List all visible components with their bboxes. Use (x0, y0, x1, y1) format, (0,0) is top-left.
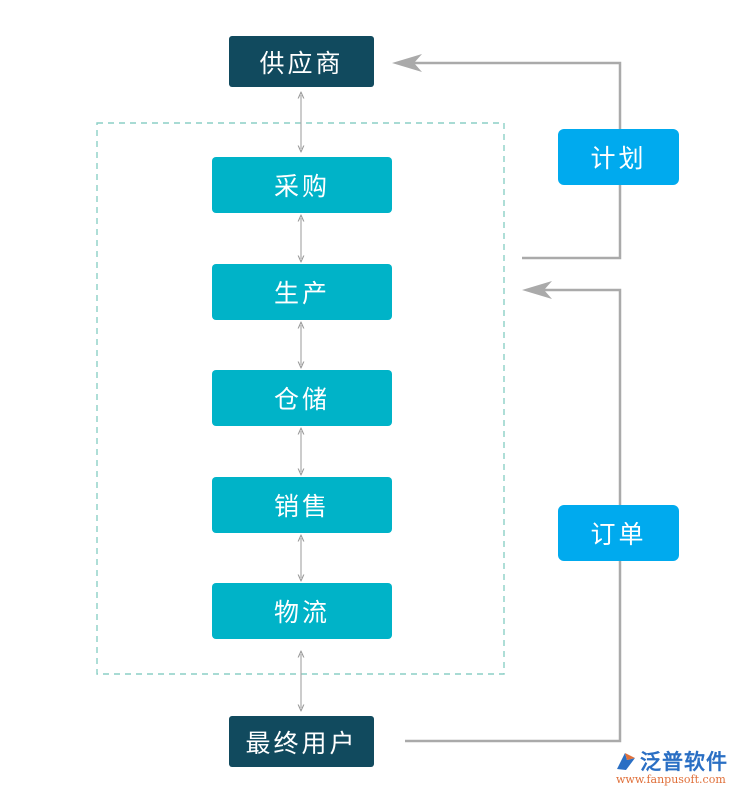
stage-production-label: 生产 (273, 279, 330, 308)
order-label-text: 订单 (590, 520, 647, 549)
brand-mark-icon (617, 753, 635, 770)
stage-logistics-label: 物流 (273, 598, 330, 627)
stage-production: 生产 (212, 264, 392, 320)
stage-sales: 销售 (212, 477, 392, 533)
order-flow-label: 订单 (558, 505, 679, 561)
brand-url: www.fanpusoft.com (616, 773, 726, 786)
plan-flow-label: 计划 (558, 129, 679, 185)
stage-purchase-label: 采购 (273, 172, 330, 201)
stage-purchase: 采购 (212, 157, 392, 213)
order-flow-arrowhead (522, 281, 552, 299)
brand-logo: 泛普软件 www.fanpusoft.com (612, 746, 738, 792)
stage-logistics: 物流 (212, 583, 392, 639)
stage-warehousing: 仓储 (212, 370, 392, 426)
plan-flow-arrowhead (392, 54, 422, 72)
supplier-label: 供应商 (259, 48, 344, 78)
stage-sales-label: 销售 (273, 492, 330, 521)
supplier-node: 供应商 (229, 36, 374, 87)
plan-label-text: 计划 (590, 144, 647, 173)
end-user-label: 最终用户 (245, 728, 358, 758)
end-user-node: 最终用户 (229, 716, 374, 767)
brand-name: 泛普软件 (640, 750, 728, 774)
stage-warehousing-label: 仓储 (273, 385, 330, 414)
